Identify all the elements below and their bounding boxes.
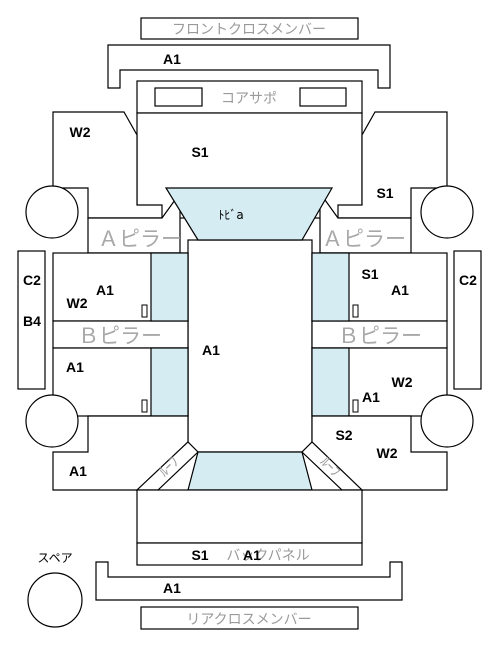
rear-cross-member-box[interactable] (140, 606, 359, 630)
left-front-door-handle (141, 304, 148, 318)
windshield[interactable] (164, 187, 334, 241)
back-panel-label: バックパネル (226, 548, 309, 564)
back-panel-grade-a1: A1 (243, 547, 261, 563)
right-front-door-handle (352, 304, 359, 318)
front-cross-member-label: フロントクロスメンバー (172, 22, 326, 38)
right-a-pillar-label: Ａピラー (322, 227, 406, 251)
rear-bumper-grade: A1 (163, 580, 181, 596)
right-rear-tire[interactable] (420, 394, 474, 448)
right-rear-quarter[interactable] (311, 415, 448, 491)
right-front-fender[interactable] (337, 111, 448, 219)
front-cross-grade: A1 (163, 51, 181, 67)
left-b-pillar-label: Ｂピラー (78, 324, 162, 348)
right-rear-door-grade-a1: A1 (362, 389, 380, 405)
rear-window[interactable] (187, 451, 313, 491)
right-rear-door-handle (352, 399, 359, 413)
hood-grade: S1 (191, 144, 208, 160)
right-front-door-grade-a1: A1 (391, 282, 409, 298)
left-rear-door-window[interactable] (150, 347, 189, 417)
left-rail-grade-c2: C2 (23, 272, 41, 288)
right-rear-door-grade-w2: W2 (392, 374, 413, 390)
windshield-label: ﾄﾋﾞa (218, 208, 243, 222)
left-b-pillar-panel[interactable] (52, 320, 189, 349)
right-b-pillar-panel[interactable] (311, 320, 448, 349)
rear-bumper-panel[interactable] (95, 561, 403, 601)
left-a-pillar-label: Ａピラー (98, 227, 182, 251)
left-rear-quarter[interactable] (52, 415, 189, 491)
right-front-door-grade-s1: S1 (361, 266, 378, 282)
left-front-fender[interactable] (52, 111, 163, 219)
roof-grade: A1 (202, 342, 220, 358)
left-rear-quarter-grade: A1 (69, 463, 87, 479)
right-rear-quarter-grade-s2: S2 (335, 427, 352, 443)
front-cross-member-box[interactable] (140, 17, 359, 40)
right-rear-quarter-grade-w2: W2 (377, 445, 398, 461)
left-front-fender-grade: W2 (70, 124, 91, 140)
front-bumper-panel[interactable] (107, 44, 391, 89)
right-headlight (299, 87, 347, 107)
left-front-tire[interactable] (25, 185, 79, 239)
left-rear-door-grade: A1 (66, 359, 84, 375)
right-side-rail[interactable] (453, 250, 482, 390)
rear-cross-member-label: リアクロスメンバー (186, 612, 311, 628)
right-front-tire[interactable] (420, 185, 474, 239)
spare-tire[interactable] (27, 572, 83, 628)
left-front-door-grade-a1: A1 (96, 282, 114, 298)
left-front-door-window[interactable] (150, 252, 189, 322)
left-side-rail[interactable] (17, 250, 46, 390)
trunk-lid[interactable] (136, 489, 363, 544)
left-headlight (154, 87, 203, 107)
left-a-pillar-panel[interactable] (87, 191, 181, 254)
spare-label: スペア (37, 551, 72, 565)
left-rear-tire[interactable] (25, 394, 79, 448)
right-b-pillar-label: Ｂピラー (338, 324, 422, 348)
right-rail-grade-c2: C2 (459, 272, 477, 288)
roof-panel[interactable] (187, 239, 313, 453)
left-rear-door-handle (141, 399, 148, 413)
right-front-door-window[interactable] (311, 252, 350, 322)
right-front-fender-grade: S1 (376, 185, 393, 201)
back-panel-grade-s1: S1 (191, 547, 208, 563)
left-rail-grade-b4: B4 (23, 313, 41, 329)
left-front-door-grade-w2: W2 (67, 295, 88, 311)
right-rear-door-window[interactable] (311, 347, 350, 417)
right-a-pillar-panel[interactable] (319, 191, 412, 254)
core-support-label: コアサポ (221, 91, 277, 107)
back-panel[interactable] (136, 542, 363, 566)
